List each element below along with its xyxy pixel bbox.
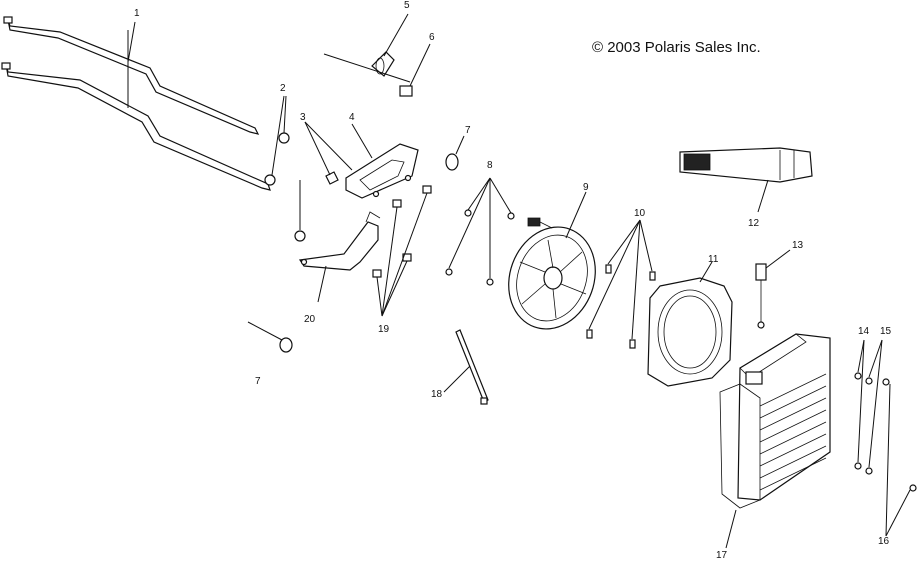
callout-10-clips: 10 (634, 208, 646, 219)
copyright-notice: © 2003 Polaris Sales Inc. (592, 39, 761, 56)
cable-tie (455, 329, 489, 405)
hose-clamp (264, 132, 290, 186)
callout-9-fan: 9 (583, 182, 589, 193)
lower-mount-bracket (298, 211, 381, 271)
callout-20-bracket: 20 (304, 314, 316, 325)
radiator-grommet (865, 377, 873, 475)
washer (854, 372, 862, 470)
callout-16-screws: 16 (878, 536, 890, 547)
fan-shroud (647, 277, 733, 387)
callout-13-sensor: 13 (792, 240, 804, 251)
temperature-sensor (755, 263, 767, 329)
spacer-top (445, 153, 459, 171)
callout-1-tubes: 1 (134, 8, 140, 19)
fan-switch-connector (679, 147, 813, 183)
callout-18-cable-tie: 18 (431, 389, 443, 400)
callout-12-connector: 12 (748, 218, 760, 229)
callout-14-washer: 14 (858, 326, 870, 337)
coolant-tube-assembly (1, 16, 271, 191)
callout-3-bracket: 3 (300, 112, 306, 123)
callout-4-shroud-bracket: 4 (349, 112, 355, 123)
mount-bracket-small (294, 171, 339, 242)
radiator-screw (882, 378, 917, 492)
callout-8-screws: 8 (487, 160, 493, 171)
fan-shroud-bracket (345, 143, 419, 199)
callout-6-bolt: 6 (429, 32, 435, 43)
callout-5-grommet: 5 (404, 0, 410, 11)
callout-7-spacer-bottom: 7 (255, 376, 261, 387)
callout-15-grommet: 15 (880, 326, 892, 337)
mounting-nut (372, 185, 432, 278)
radiator (719, 333, 831, 509)
grommet (371, 51, 395, 77)
spacer-bottom (279, 337, 293, 353)
callout-7-spacer-top: 7 (465, 125, 471, 136)
callout-17-radiator: 17 (716, 550, 728, 561)
callout-11-shroud: 11 (708, 254, 719, 265)
cooling-fan (508, 217, 596, 330)
bolt (399, 85, 413, 97)
wire-clip (586, 264, 656, 349)
callout-19-nuts: 19 (378, 324, 390, 335)
fan-mount-screw (445, 209, 515, 286)
callout-2-clamp: 2 (280, 83, 286, 94)
